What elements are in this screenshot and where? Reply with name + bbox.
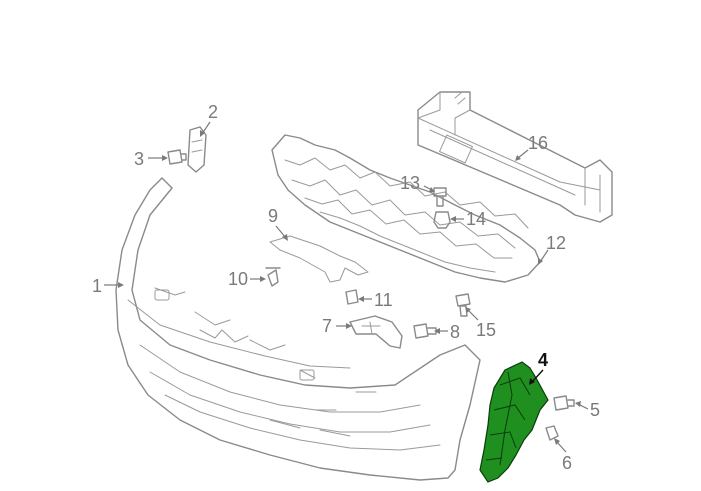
part-9-wire-bracket (269, 235, 369, 283)
callout-4: 4 (529, 350, 548, 385)
svg-text:11: 11 (374, 290, 393, 310)
callout-14: 14 (450, 209, 486, 229)
part-5-bolt (553, 395, 575, 411)
part-6-clip (545, 425, 559, 441)
part-16-reinforcement-beam (417, 91, 613, 223)
part-4-highlighted-bracket[interactable] (479, 361, 549, 483)
callout-5: 5 (575, 400, 600, 420)
part-12-energy-absorber (271, 134, 541, 283)
svg-text:6: 6 (562, 453, 572, 473)
callout-9: 9 (268, 206, 288, 241)
part-7-bracket (349, 315, 403, 349)
part-3-bolt (167, 149, 187, 165)
part-15-bolt (455, 293, 471, 317)
svg-text:3: 3 (134, 149, 144, 169)
part-2-bracket (187, 126, 207, 173)
svg-text:12: 12 (546, 233, 566, 253)
callout-13: 13 (400, 173, 435, 193)
svg-text:8: 8 (450, 322, 460, 342)
svg-text:5: 5 (590, 400, 600, 420)
callout-10: 10 (228, 269, 266, 289)
part-10-clip (265, 267, 281, 287)
callout-1: 1 (92, 276, 124, 296)
callout-8: 8 (434, 322, 460, 342)
callout-7: 7 (322, 316, 352, 336)
part-8-bolt (413, 323, 437, 339)
part-13-bolt (433, 187, 447, 207)
callout-3: 3 (134, 149, 168, 169)
svg-text:10: 10 (228, 269, 248, 289)
svg-text:1: 1 (92, 276, 102, 296)
callout-12: 12 (538, 233, 566, 265)
svg-text:16: 16 (528, 133, 548, 153)
part-1-bumper-cover (115, 177, 481, 481)
svg-text:7: 7 (322, 316, 332, 336)
svg-text:4: 4 (538, 350, 548, 370)
svg-text:14: 14 (466, 209, 486, 229)
part-14-nut (433, 211, 451, 229)
callout-2: 2 (200, 102, 218, 137)
callout-16: 16 (515, 133, 548, 161)
callout-15: 15 (465, 307, 496, 340)
svg-text:9: 9 (268, 206, 278, 226)
callout-11: 11 (358, 290, 393, 310)
svg-text:2: 2 (208, 102, 218, 122)
svg-text:15: 15 (476, 320, 496, 340)
callout-6: 6 (554, 438, 572, 473)
svg-text:13: 13 (400, 173, 420, 193)
part-11-clip (345, 289, 359, 305)
